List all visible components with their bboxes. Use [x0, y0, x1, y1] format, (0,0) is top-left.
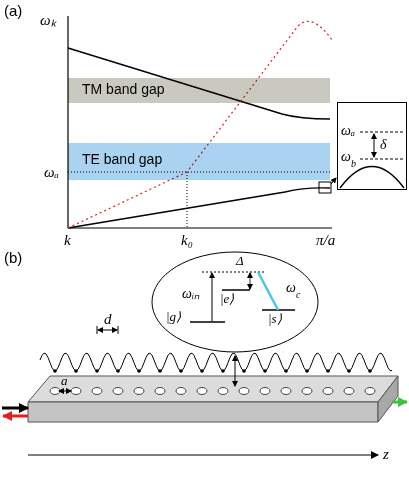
- zoom-box: [319, 182, 331, 193]
- tick-label: k: [64, 232, 71, 249]
- hole: [302, 388, 312, 395]
- state-label: |s⟩: [268, 312, 282, 326]
- tick-label: k₀: [181, 232, 193, 249]
- state-label: |g⟩: [166, 310, 181, 324]
- band-label: TM band gap: [82, 82, 165, 97]
- te-dispersion: [68, 188, 330, 228]
- detuning-label: Δ: [236, 254, 244, 268]
- subscript: c: [296, 289, 300, 300]
- axis-label: z: [383, 446, 389, 463]
- hole: [71, 388, 81, 395]
- level-scheme: |e⟩ |g⟩ |s⟩ ωᵢₙ ωc Δ: [150, 250, 320, 354]
- tm-dispersion: [68, 48, 330, 119]
- hole: [218, 388, 228, 395]
- hole: [365, 388, 375, 395]
- light-line: [68, 21, 332, 228]
- coupling-arrow: [235, 356, 236, 386]
- wave: [40, 353, 392, 371]
- band-region: TE band gap: [68, 143, 330, 180]
- hole: [281, 388, 291, 395]
- input-arrow: [2, 407, 28, 410]
- d-marker: [97, 326, 118, 334]
- hole: [155, 388, 165, 395]
- atom-dot: [116, 369, 120, 373]
- atom-dot: [326, 369, 330, 373]
- hole: [344, 388, 354, 395]
- axes: [68, 16, 332, 228]
- level-label: ω: [341, 149, 351, 164]
- hole: [323, 388, 333, 395]
- holes: [50, 388, 375, 395]
- band-label: TE band gap: [82, 152, 162, 167]
- level-label: ωₐ: [341, 123, 355, 138]
- tick-label: ωₐ: [44, 164, 59, 181]
- hole: [113, 388, 123, 395]
- panel-label: (b): [4, 250, 22, 267]
- hole: [176, 388, 186, 395]
- hole: [50, 388, 60, 395]
- band-region: TM band gap: [68, 78, 330, 103]
- atom-dot: [242, 369, 246, 373]
- atom-dot: [158, 369, 162, 373]
- inset-drawing: [338, 103, 406, 189]
- frequency-label: ω: [286, 280, 296, 295]
- atoms: [53, 369, 372, 373]
- hole: [239, 388, 249, 395]
- atom-dot: [200, 369, 204, 373]
- reflected-arrow: [3, 415, 28, 418]
- hole: [260, 388, 270, 395]
- atom-dot: [137, 369, 141, 373]
- k0-line: [187, 172, 188, 228]
- atom-dot: [347, 369, 351, 373]
- atom-dot: [263, 369, 267, 373]
- detuning-label: δ: [380, 137, 387, 152]
- dimension-label: a: [61, 374, 68, 388]
- atom-dot: [53, 369, 57, 373]
- waveguide: [28, 376, 398, 422]
- transmitted-arrow: [392, 401, 407, 404]
- hole: [92, 388, 102, 395]
- hole: [197, 388, 207, 395]
- state-label: |e⟩: [220, 292, 234, 306]
- axis-label: ωₖ: [40, 12, 56, 29]
- z-axis: [28, 455, 378, 456]
- atom-dot: [221, 369, 225, 373]
- tick-label: π/a: [316, 232, 335, 249]
- atom-dot: [305, 369, 309, 373]
- subscript: b: [351, 158, 356, 169]
- hole: [134, 388, 144, 395]
- ellipse-outline: [150, 250, 320, 354]
- zoom-arrow: [331, 178, 336, 184]
- atom-dot: [74, 369, 78, 373]
- atom-dot: [284, 369, 288, 373]
- frequency-label: ωᵢₙ: [182, 286, 200, 301]
- inset-box: ωₐ ωb δ: [337, 102, 407, 190]
- atom-dot: [179, 369, 183, 373]
- atom-dot: [95, 369, 99, 373]
- a-marker: [59, 391, 71, 392]
- dimension-label: d: [104, 311, 112, 328]
- atom-dot: [368, 369, 372, 373]
- panel-label: (a): [4, 3, 22, 20]
